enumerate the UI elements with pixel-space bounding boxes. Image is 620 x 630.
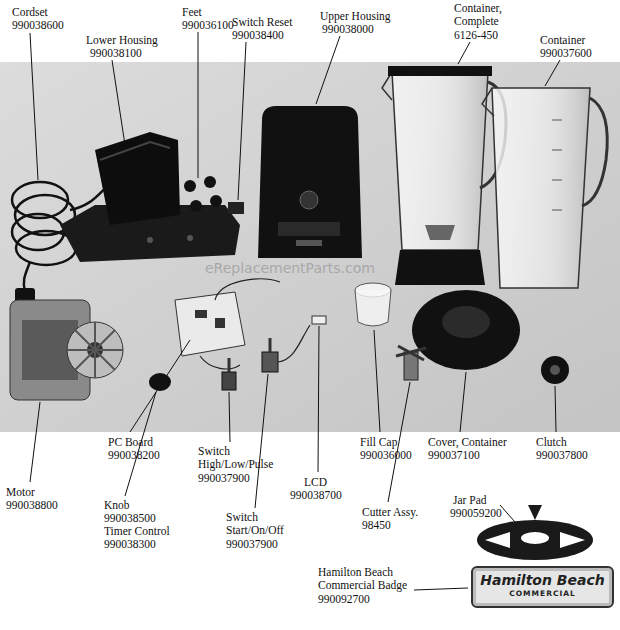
part-number: 990036100 [182, 19, 234, 32]
part-number: 990092700 [318, 593, 370, 606]
part-name: Switch Start/On/Off [226, 511, 294, 537]
container-complete [382, 66, 506, 285]
part-number: 990036000 [360, 449, 412, 462]
clutch [541, 356, 569, 384]
part-number: 990038200 [108, 449, 160, 462]
part-name: Cordset [12, 6, 48, 19]
part-number: 990037800 [536, 449, 588, 462]
fill-cap [355, 283, 391, 326]
part-name: Fill Cap [360, 436, 397, 449]
part-number: 990037600 [540, 47, 592, 60]
part-name: Clutch [536, 436, 567, 449]
watermark: eReplacementParts.com [205, 262, 375, 275]
badge-brand: Hamilton Beach [479, 572, 606, 589]
part-number: 990059200 [450, 507, 502, 520]
part-name: Timer Control [104, 525, 170, 538]
part-name: PC Board [108, 436, 153, 449]
part-number: 990038700 [290, 489, 342, 502]
container [482, 88, 607, 288]
switch-high-low-pulse [222, 358, 236, 390]
badge-subtitle: COMMERCIAL [479, 589, 606, 598]
lower-housing [60, 132, 240, 262]
part-name: Feet [182, 6, 202, 19]
motor [10, 300, 123, 400]
photo-ground [0, 62, 620, 432]
part-name: Cover, Container [428, 436, 507, 449]
upper-housing [258, 106, 362, 258]
switch-start-on-off [262, 325, 310, 372]
leader-lines [30, 32, 560, 590]
cutter-assembly [396, 346, 426, 380]
part-name: Knob [104, 499, 130, 512]
part-number: 990038400 [232, 29, 284, 42]
part-number: 990038600 [12, 19, 64, 32]
part-name: Upper Housing [320, 10, 391, 23]
part-number: 990038100 [90, 47, 142, 60]
badge: Hamilton BeachCOMMERCIAL [471, 566, 614, 608]
part-name: Hamilton Beach Commercial Badge [318, 566, 412, 592]
switch-reset [228, 202, 244, 214]
part-name: Switch High/Low/Pulse [198, 445, 280, 471]
part-name: Switch Reset [232, 16, 292, 29]
cover-container [412, 290, 520, 370]
part-number: 990038500 [104, 512, 156, 525]
part-number: 990037900 [226, 538, 278, 551]
feet [184, 176, 222, 212]
part-name: LCD [304, 476, 327, 489]
part-name: Container, Complete [454, 2, 516, 28]
part-number: 6126-450 [454, 29, 498, 42]
part-name: Motor [6, 486, 35, 499]
part-name: Cutter Assy. [362, 506, 418, 519]
part-number: 990038000 [322, 23, 374, 36]
part-number: 990038800 [6, 499, 58, 512]
part-number: 990038300 [104, 538, 156, 551]
part-name: Container [540, 34, 585, 47]
part-number: 990037900 [198, 472, 250, 485]
part-number: 990037100 [428, 449, 480, 462]
part-number: 98450 [362, 519, 391, 532]
knob [149, 373, 171, 391]
lcd [312, 316, 326, 324]
part-name: Jar Pad [453, 494, 487, 507]
part-name: Lower Housing [86, 34, 158, 47]
